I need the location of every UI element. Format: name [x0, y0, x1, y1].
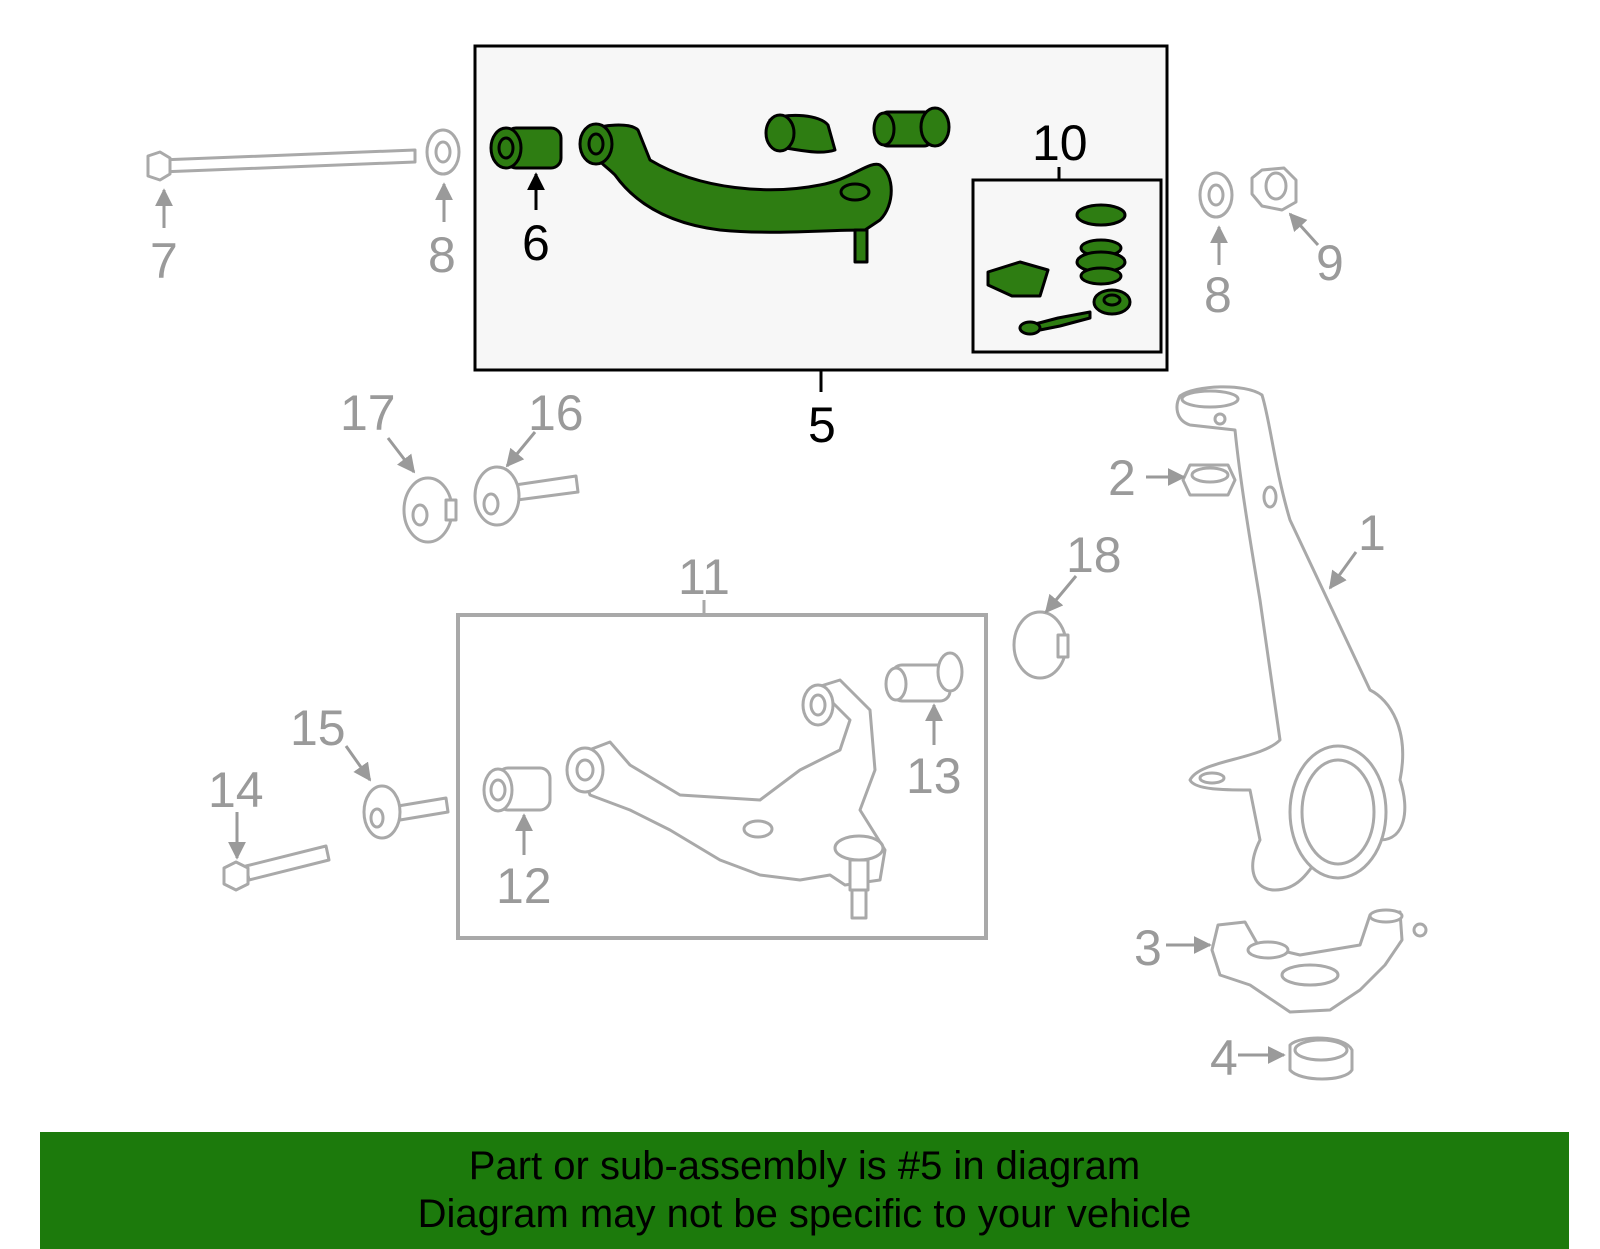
washer-8-right	[1198, 171, 1234, 219]
cam-washer-18	[1012, 610, 1070, 680]
cam-bolt-16	[473, 465, 580, 527]
upper-control-arm	[578, 113, 893, 264]
lower-control-arm	[565, 678, 887, 920]
info-banner: Part or sub-assembly is #5 in diagram Di…	[40, 1132, 1569, 1249]
banner-line-disclaimer: Diagram may not be specific to your vehi…	[417, 1192, 1192, 1236]
lower-arm-bushing-13	[884, 651, 964, 703]
callout-1: 1	[1358, 505, 1386, 561]
callout-13: 13	[906, 748, 962, 804]
washer-8-left	[425, 128, 461, 176]
callout-18: 18	[1066, 527, 1122, 583]
callout-9: 9	[1316, 235, 1344, 291]
cam-bolt-15	[362, 784, 450, 840]
callout-16: 16	[528, 385, 584, 441]
callout-4: 4	[1210, 1030, 1238, 1086]
cam-washer-17	[402, 476, 458, 544]
ball-joint-kit-parts	[986, 203, 1132, 336]
callout-11: 11	[678, 549, 730, 605]
callout-10: 10	[1032, 115, 1088, 171]
callout-2: 2	[1108, 450, 1136, 506]
callout-12: 12	[496, 858, 552, 914]
upper-arm-bushing-rear	[872, 106, 951, 148]
callout-8-right: 8	[1204, 267, 1232, 323]
upper-arm-bushing-6	[489, 126, 563, 170]
lower-arm-bushing-12	[482, 766, 552, 813]
steering-knuckle-1	[1175, 385, 1407, 892]
callout-5: 5	[808, 397, 836, 453]
callout-7: 7	[150, 233, 178, 289]
callout-8-left: 8	[428, 227, 456, 283]
bolt-7	[146, 148, 417, 182]
ball-joint-kit-box	[971, 178, 1163, 354]
banner-line-part-number: Part or sub-assembly is #5 in diagram	[468, 1144, 1141, 1188]
bolt-14	[222, 844, 331, 892]
nut-4	[1288, 1036, 1354, 1081]
callout-6: 6	[522, 215, 550, 271]
callout-3: 3	[1134, 920, 1162, 976]
nut-9	[1250, 166, 1298, 212]
callout-17: 17	[340, 385, 396, 441]
callout-14: 14	[208, 762, 264, 818]
nut-2	[1181, 463, 1237, 497]
callout-15: 15	[290, 700, 346, 756]
steering-arm-3	[1210, 908, 1428, 1014]
